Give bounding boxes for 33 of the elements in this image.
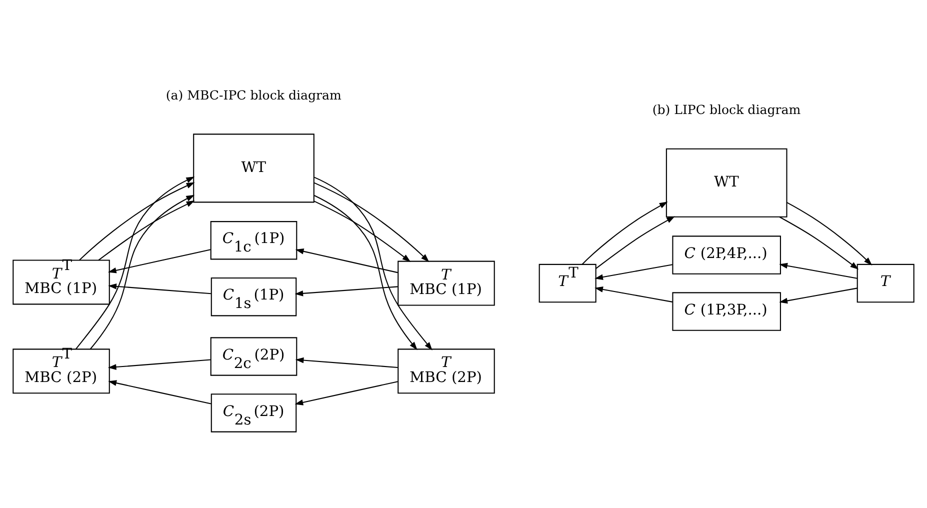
arrow [98,200,195,260]
arrow [314,200,411,262]
arrow [779,287,858,304]
label: (b) LIPC block diagram [652,101,801,116]
label: (a) MBC-IPC block diagram [166,86,342,102]
node-box: C (2P,4P,...) [672,235,781,274]
arrow [596,216,675,268]
arrow [79,182,195,260]
arrow [90,194,195,349]
arrow [108,358,210,370]
arrow [314,176,432,350]
arrow [294,286,398,296]
node-box: C (1P,3P,...) [672,292,781,330]
arrow [108,282,211,294]
arrow [786,201,872,265]
arrow [295,356,398,368]
node-box: WT [666,148,788,217]
node-box: T [856,263,914,302]
arrow [108,248,211,273]
arrow [779,216,859,270]
arrow [582,201,668,264]
arrow [314,194,418,350]
arrow [314,182,430,262]
arrow [75,176,195,349]
arrow [594,264,673,280]
arrow [779,262,858,278]
arrow [594,286,673,302]
arrow [295,248,398,273]
arrow [294,380,398,405]
arrow [108,380,212,404]
node-box: T MBC (1P) [398,260,495,306]
node-box: WT [193,133,314,202]
node-box: T MBC (2P) [398,348,495,394]
